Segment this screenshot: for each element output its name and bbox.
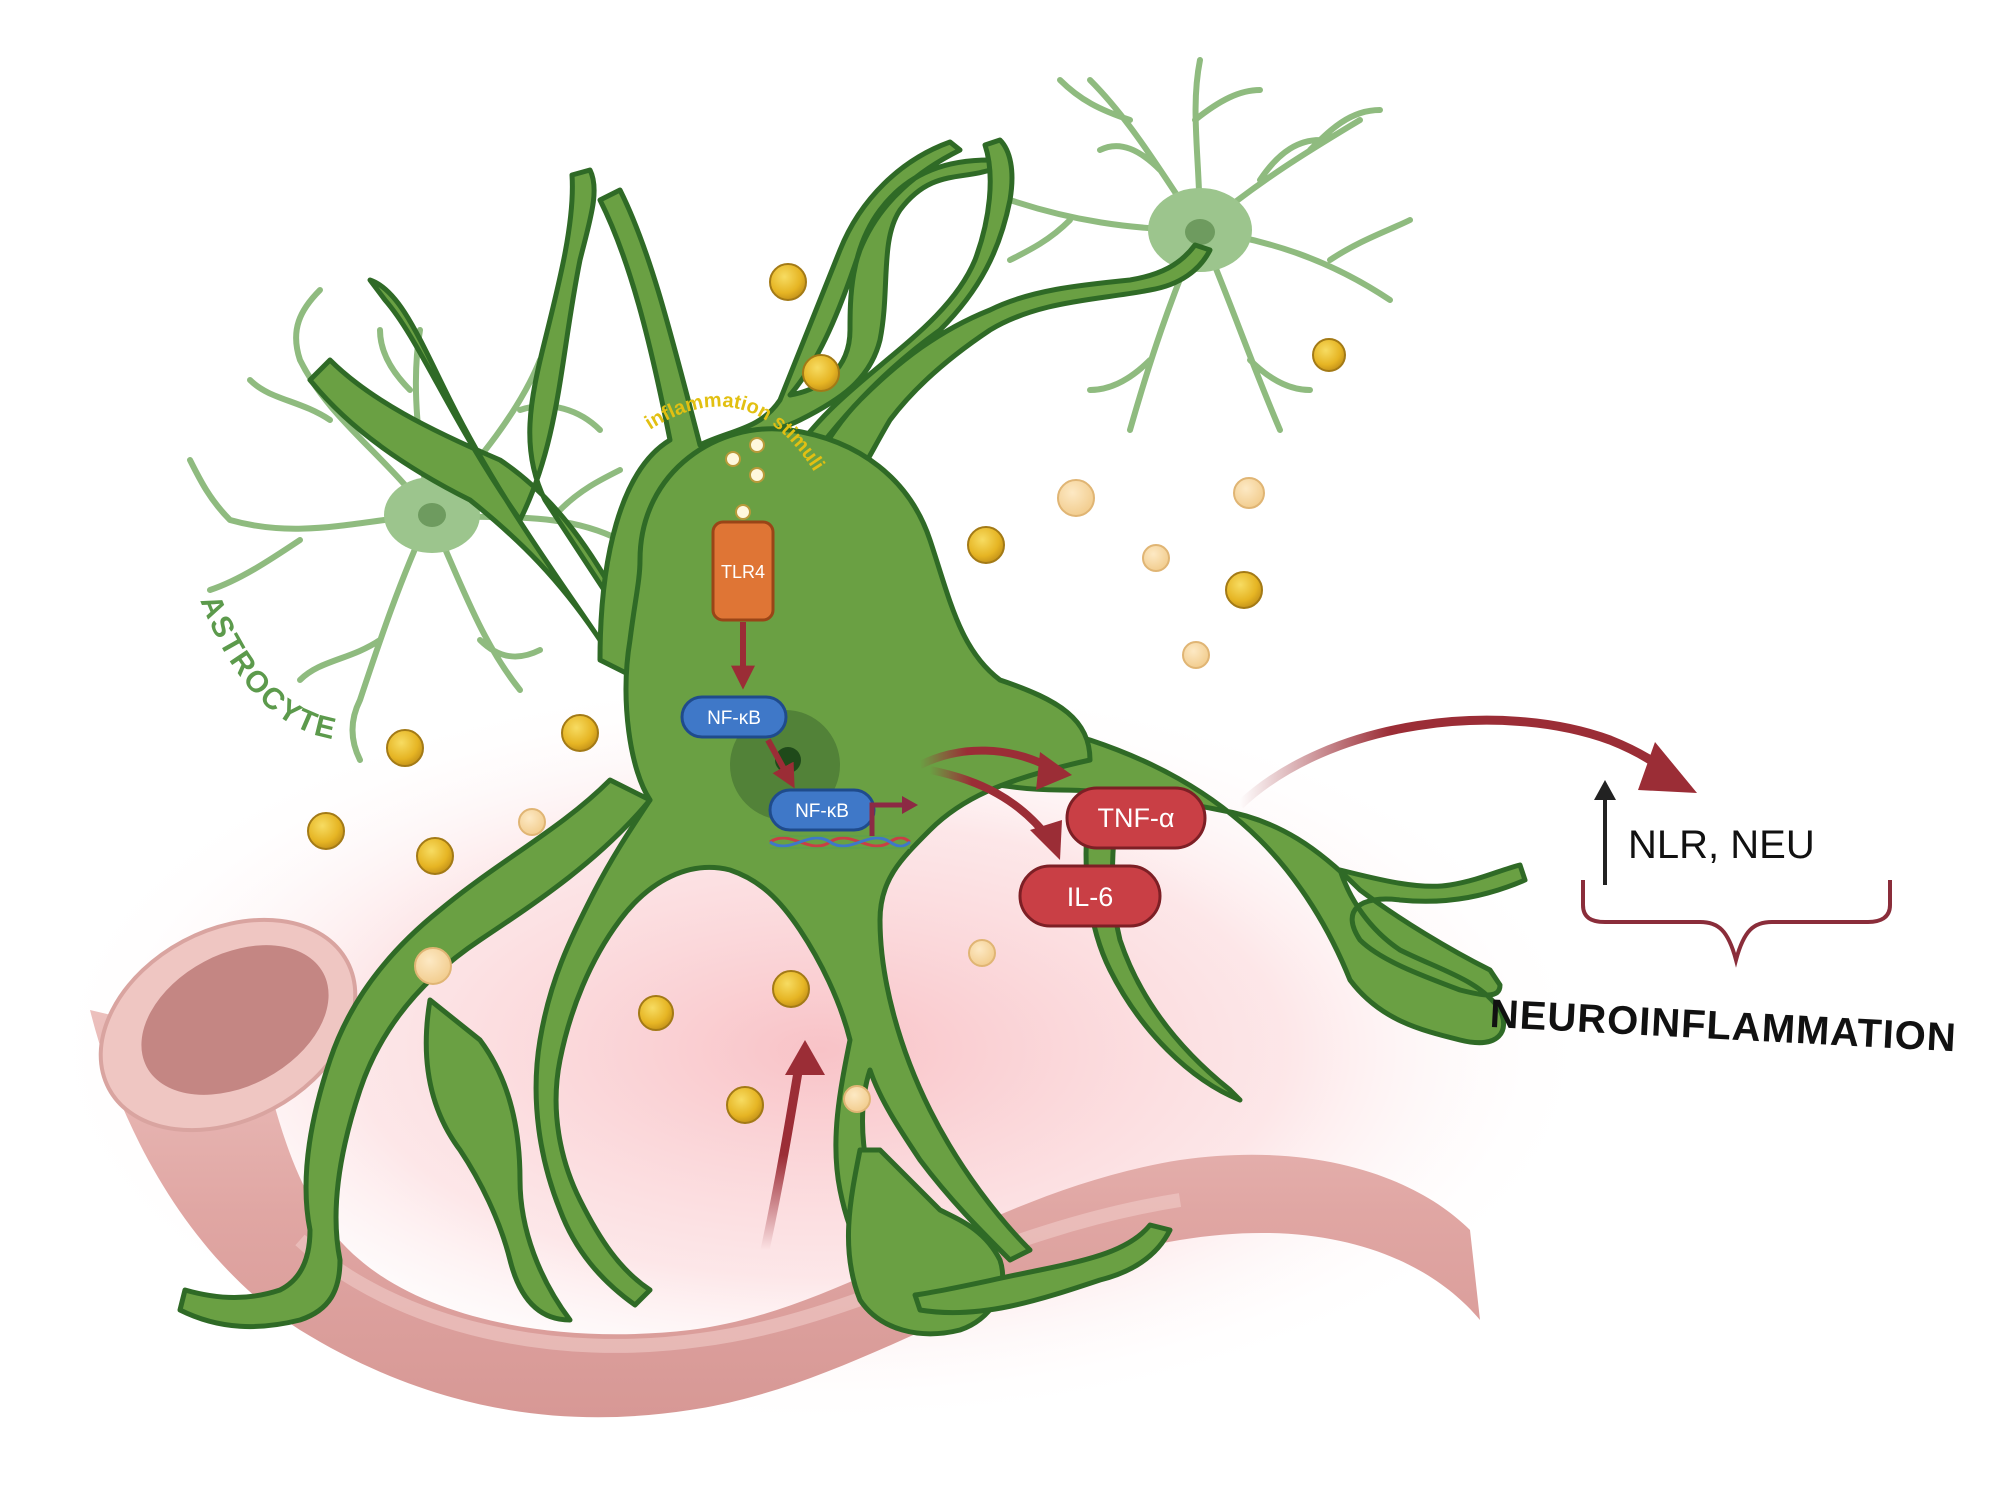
nfkb-nucleus-label: NF-κB [795,801,849,822]
particles [307,263,1346,1124]
gold-particle [1312,338,1346,372]
output-arrow-il6 [929,766,1054,843]
output-arrowhead-il6 [1030,820,1062,860]
gold-particle [1225,571,1263,609]
light-particle [1142,544,1170,572]
nfkb-cytoplasm-label: NF-κB [707,708,761,729]
light-particle [843,1085,871,1113]
gold-particle [386,729,424,767]
light-particle [968,939,996,967]
dna-helix-icon [769,835,911,849]
resting-astrocyte-right-nucleus [1185,219,1215,245]
nfkb-cytoplasm [680,695,788,739]
output-arrowhead-tnf [1036,752,1072,790]
il6-pill [1018,864,1162,928]
il6-label: IL-6 [1067,882,1114,912]
light-particle [1233,477,1265,509]
gold-particle [769,263,807,301]
resting-astrocyte-left-nucleus [418,503,446,527]
stimulus-particle [735,504,751,520]
light-particle [1182,641,1210,669]
tlr4-receptor [711,520,775,622]
stimulus-particle [749,437,765,453]
tlr4-label: TLR4 [721,562,765,582]
brace-icon [1581,880,1892,968]
light-particle [1057,479,1095,517]
gold-particle [967,526,1005,564]
gold-particle [772,970,810,1008]
light-particle [414,947,452,985]
gold-particle [802,354,840,392]
upward-release-arrowhead [785,1040,825,1075]
light-particle [518,808,546,836]
transcription-arrow-icon [869,802,905,836]
gold-particle [307,812,345,850]
stimulus-particle [725,451,741,467]
up-arrowhead [1594,780,1616,800]
upward-release-arrow [760,1055,805,1255]
gold-particle [726,1086,764,1124]
gold-particle [561,714,599,752]
stimulus-particle [749,467,765,483]
gold-particle [638,995,674,1031]
markers-label: NLR, NEU [1628,823,1815,867]
neuroinflammation-arrow [1236,715,1674,809]
nfkb-translocation-arrow [765,738,795,789]
transcription-arrowhead [902,796,918,814]
tnf-alpha-pill [1065,786,1207,850]
tnf-alpha-label: TNF-α [1097,803,1174,833]
gold-particle [416,837,454,875]
neuroinflammation-arrowhead [1638,742,1697,793]
